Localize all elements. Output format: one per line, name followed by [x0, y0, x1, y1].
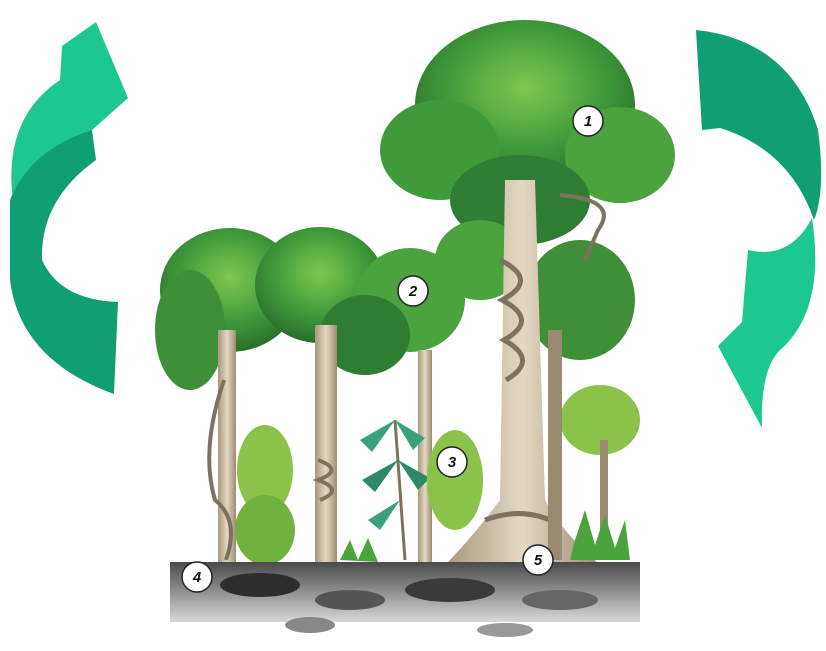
- layer-marker-1: 1: [573, 106, 603, 136]
- marker-number: 5: [534, 552, 543, 569]
- marker-number: 1: [584, 113, 592, 130]
- forest-floor-soil: [170, 562, 640, 637]
- layer-marker-3: 3: [437, 447, 467, 477]
- layer-marker-2: 2: [398, 276, 428, 306]
- cycle-arrow-right-icon: [696, 30, 821, 428]
- right-trees: [548, 330, 640, 560]
- marker-number: 2: [408, 283, 418, 300]
- cycle-arrow-left-icon: [10, 22, 128, 394]
- marker-number: 3: [448, 454, 457, 471]
- layer-marker-4: 4: [182, 562, 212, 592]
- shrub: [235, 425, 378, 565]
- layer-marker-5: 5: [523, 545, 553, 575]
- marker-number: 4: [192, 569, 202, 586]
